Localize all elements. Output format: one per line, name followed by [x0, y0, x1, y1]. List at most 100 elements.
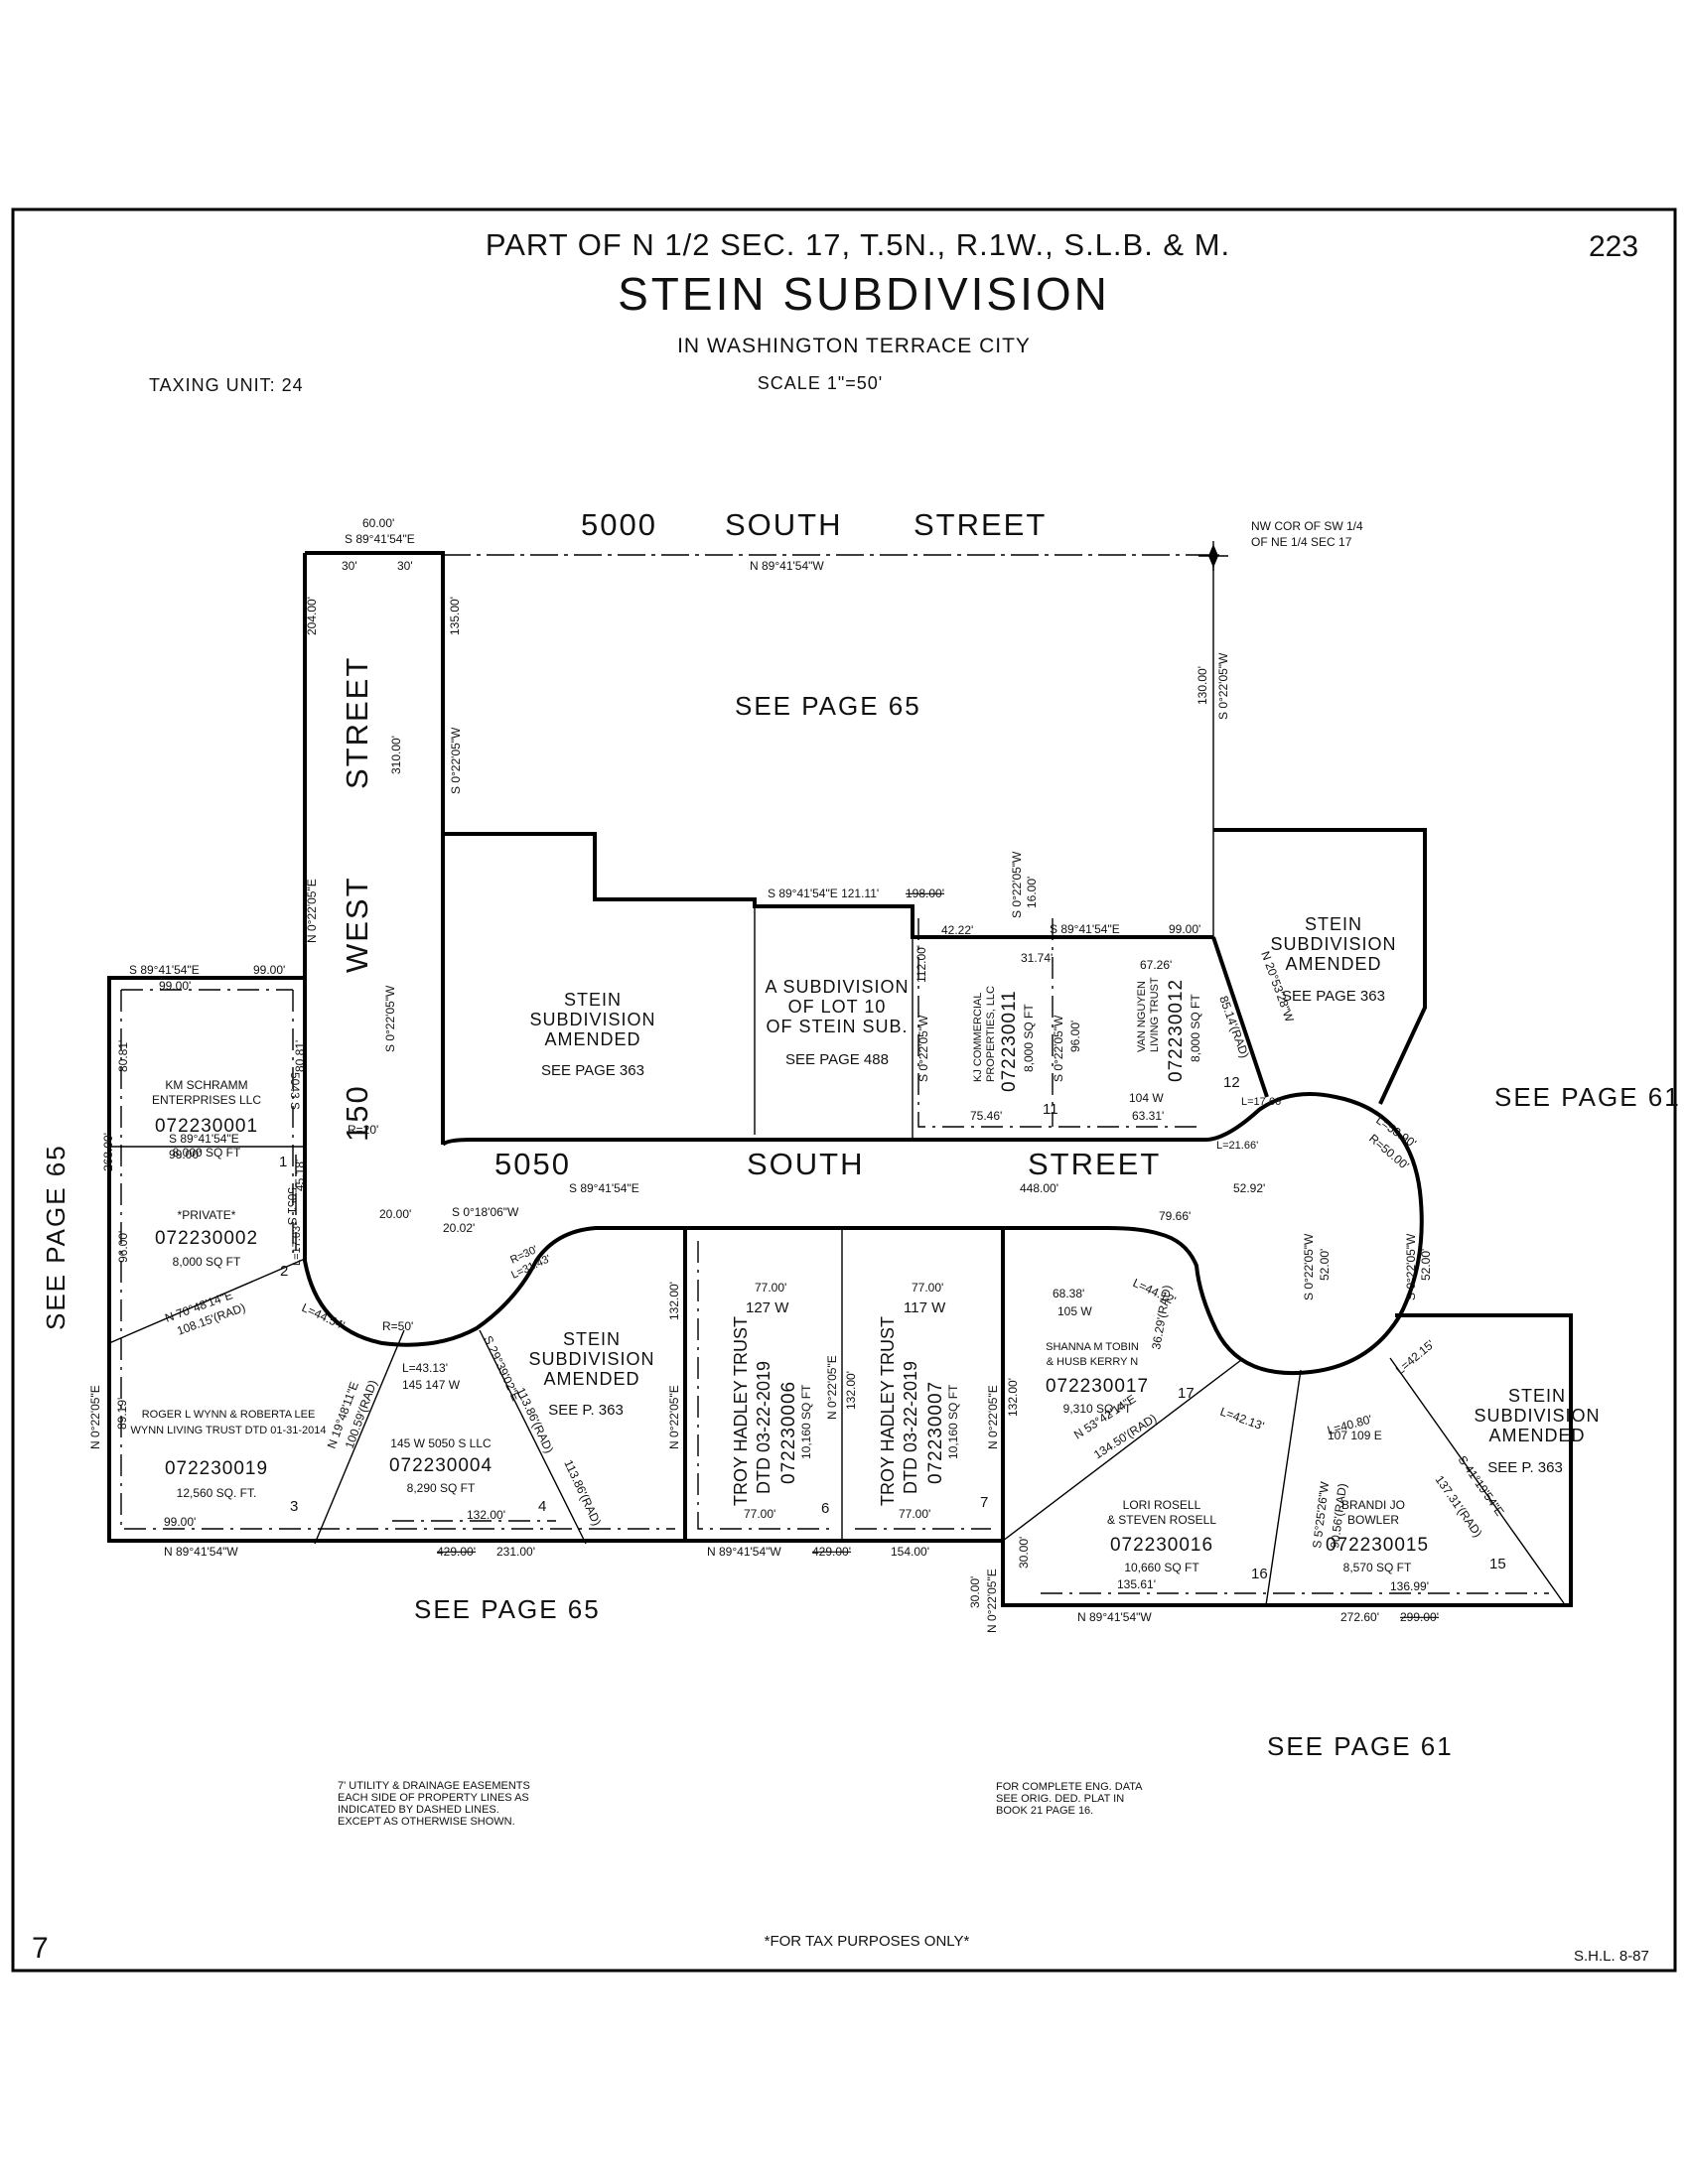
street-5050-street: STREET [1028, 1147, 1161, 1181]
lot-number: 16 [1251, 1566, 1268, 1582]
parcel-owner: WYNN LIVING TRUST DTD 01-31-2014 [130, 1425, 326, 1436]
dim: 99.00' [159, 979, 191, 993]
dim: 20.02' [443, 1221, 475, 1235]
dim: N 89°41'54"W [1077, 1610, 1152, 1624]
lot10-sub-3: OF STEIN SUB. [766, 1017, 908, 1036]
boundary-lines [107, 551, 1573, 1607]
dim: S 0°22'05"W [383, 985, 397, 1052]
dim: 75.46' [970, 1109, 1002, 1123]
street-150: 150 [340, 1084, 374, 1142]
dim: 68.38' [1053, 1287, 1084, 1300]
dim: 429.00' [437, 1545, 476, 1559]
dim: 99.00' [1169, 922, 1200, 936]
dim: S 0°22'05"W [916, 1015, 930, 1082]
dim: S 0°22'05"W [1302, 1233, 1316, 1300]
amended-s-ref: SEE P. 363 [548, 1402, 624, 1419]
dim: S 89°41'54"E 121.11' [768, 887, 879, 900]
parcel-id: 072230017 [1046, 1376, 1149, 1397]
dim: N 89°41'54"W [707, 1545, 781, 1559]
eng-note-3: BOOK 21 PAGE 16. [996, 1805, 1093, 1817]
dim: 31.74' [1021, 951, 1053, 965]
parcel-area: 8,290 SQ FT [407, 1481, 476, 1495]
dim: 80.81' [293, 1040, 307, 1072]
parcel-owner: PROPERTIES, LLC [985, 986, 997, 1082]
parcel-address: 5051 S [285, 1187, 299, 1225]
dim: 89.19' [115, 1398, 129, 1430]
dim: S 0°18'06"W [452, 1205, 519, 1219]
dim: 20.00' [379, 1207, 411, 1221]
parcel-area: 12,560 SQ. FT. [177, 1486, 257, 1500]
dim: 132.00' [844, 1371, 858, 1410]
eng-note-2: SEE ORIG. DED. PLAT IN [996, 1793, 1124, 1805]
parcel-owner: & HUSB KERRY N [1047, 1356, 1139, 1368]
amended-se-1: STEIN [1508, 1386, 1566, 1406]
parcel-address: 105 W [1057, 1304, 1092, 1318]
parcel-id: 072230016 [1110, 1535, 1213, 1556]
dim: 132.00' [467, 1508, 505, 1522]
dim: R=50' [382, 1319, 413, 1333]
parcel-lot-15: BRANDI JO BOWLER 072230015 8,570 SQ FT 1… [1326, 1498, 1506, 1574]
lot-number: 6 [821, 1500, 829, 1517]
parcel-address: 104 W [1129, 1091, 1164, 1105]
dim: 99.00' [253, 963, 285, 977]
dim: 112.00' [914, 945, 928, 983]
parcel-owner: ENTERPRISES LLC [152, 1093, 261, 1107]
dim: 204.00' [305, 597, 319, 635]
dim: 132.00' [1006, 1378, 1020, 1417]
see-page-61-bottom: SEE PAGE 61 [1267, 1731, 1454, 1761]
parcel-lot-17: SHANNA M TOBIN & HUSB KERRY N 072230017 … [1046, 1304, 1195, 1416]
dim: N 0°22'05"E [305, 879, 319, 943]
dim: N 89°41'54"W [164, 1545, 238, 1559]
dim: 132.00' [667, 1282, 681, 1320]
amended-center-1: STEIN [564, 990, 622, 1010]
dim: 79.66' [1159, 1209, 1191, 1223]
parcel-area: 8,000 SQ FT [173, 1146, 241, 1160]
section-line: PART OF N 1/2 SEC. 17, T.5N., R.1W., S.L… [486, 227, 1230, 262]
dim: 135.61' [1117, 1577, 1156, 1591]
parcel-id: 072230004 [389, 1455, 492, 1476]
parcel-area: 8,570 SQ FT [1343, 1561, 1412, 1574]
dim: 99.00' [164, 1515, 196, 1529]
dim: 52.00' [1419, 1249, 1433, 1281]
parcel-address: 107 109 E [1328, 1429, 1382, 1442]
dim: 268.00' [101, 1133, 115, 1171]
amended-s-1: STEIN [563, 1329, 621, 1349]
parcel-owner: LIVING TRUST [1149, 977, 1161, 1052]
parcel-id: 072230011 [999, 990, 1020, 1092]
dim: 135.00' [448, 597, 462, 635]
dim: 154.00' [891, 1545, 929, 1559]
amended-s-2: SUBDIVISION [528, 1349, 654, 1369]
dim: 310.00' [389, 736, 403, 774]
parcel-area: 10,660 SQ FT [1124, 1561, 1199, 1574]
dim: L=17.66' [1241, 1096, 1283, 1108]
parcel-area: 8,000 SQ FT [1189, 994, 1202, 1062]
dim: S 0°22'05"W [449, 727, 463, 794]
parcel-address: 145 147 W [402, 1378, 461, 1392]
scale-label: SCALE 1"=50' [758, 373, 883, 393]
parcel-owner: SHANNA M TOBIN [1046, 1341, 1139, 1353]
street-150-street: STREET [340, 656, 374, 789]
tax-purposes-note: *FOR TAX PURPOSES ONLY* [765, 1933, 970, 1950]
dim: 52.92' [1233, 1181, 1265, 1195]
parcel-owner: ROGER L WYNN & ROBERTA LEE [142, 1409, 316, 1421]
amended-se-3: AMENDED [1488, 1426, 1585, 1445]
lot10-ref: SEE PAGE 488 [785, 1051, 889, 1068]
dim: N 0°22'05"E [825, 1355, 839, 1420]
easement-note-4: EXCEPT AS OTHERWISE SHOWN. [338, 1816, 515, 1828]
lot-number: 4 [538, 1498, 546, 1515]
parcel-lot-2: *PRIVATE* 072230002 8,000 SQ FT 2 5051 S [155, 1187, 299, 1280]
street-150-west: WEST [340, 876, 374, 973]
parcel-owner: TROY HADLEY TRUST [878, 1316, 898, 1506]
parcel-owner: & STEVEN ROSELL [1107, 1513, 1216, 1527]
lot-number: 1 [279, 1154, 287, 1170]
dim: N 89°41'54"W [750, 559, 824, 573]
parcel-area: 8,000 SQ FT [1022, 1004, 1036, 1072]
street-5000-street: STREET [914, 507, 1047, 542]
dim: 80.81' [116, 1040, 130, 1072]
parcel-owner: TROY HADLEY TRUST [731, 1316, 751, 1506]
lot-number: 2 [280, 1263, 288, 1280]
parcel-lot-3: ROGER L WYNN & ROBERTA LEE WYNN LIVING T… [130, 1409, 326, 1515]
parcel-lot-7: 117 W TROY HADLEY TRUST DTD 03-22-2019 0… [878, 1299, 988, 1511]
lot-number: 11 [1043, 1101, 1058, 1118]
dim: L=17.03' [291, 1224, 303, 1266]
